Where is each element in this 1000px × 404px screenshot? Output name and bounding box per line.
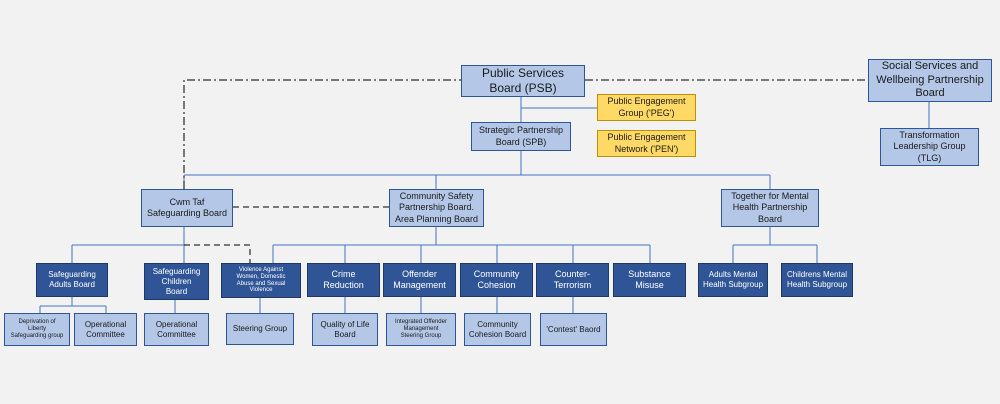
violence-against-women-group: Violence Against Women, Domestic Abuse a… — [221, 263, 301, 298]
cwm-taf-safeguarding-board: Cwm Taf Safeguarding Board — [141, 189, 233, 227]
operational-committee-adults: Operational Committee — [74, 313, 137, 346]
childrens-mental-health-subgroup: Childrens Mental Health Subgroup — [781, 263, 853, 297]
safeguarding-adults-board: Safeguarding Adults Board — [36, 263, 108, 297]
public-services-board: Public Services Board (PSB) — [461, 65, 585, 97]
public-engagement-network: Public Engagement Network ('PEN') — [597, 130, 696, 157]
community-cohesion: Community Cohesion — [460, 263, 533, 297]
strategic-partnership-board: Strategic Partnership Board (SPB) — [471, 122, 571, 151]
offender-management: Offender Management — [383, 263, 456, 297]
counter-terrorism: Counter- Terrorism — [536, 263, 609, 297]
community-cohesion-board: Community Cohesion Board — [464, 313, 531, 346]
social-services-wellbeing-board: Social Services and Wellbeing Partnershi… — [868, 59, 992, 102]
adults-mental-health-subgroup: Adults Mental Health Subgroup — [698, 263, 768, 297]
public-engagement-group: Public Engagement Group ('PEG') — [597, 94, 696, 121]
quality-of-life-board: Quality of Life Board — [312, 313, 378, 346]
mental-health-partnership-board: Together for Mental Health Partnership B… — [721, 189, 819, 227]
safeguarding-children-board: Safeguarding Children Board — [144, 263, 209, 300]
operational-committee-children: Operational Committee — [144, 313, 209, 346]
contest-board: 'Contest' Baord — [540, 313, 607, 346]
deprivation-of-liberty-group: Deprivation of Liberty Safeguarding grou… — [4, 313, 70, 346]
transformation-leadership-group: Transformation Leadership Group (TLG) — [880, 128, 979, 166]
community-safety-partnership-board: Community Safety Partnership Board. Area… — [389, 189, 484, 227]
steering-group: Steering Group — [226, 313, 294, 345]
crime-reduction: Crime Reduction — [307, 263, 380, 297]
integrated-offender-management-group: Integrated Offender Management Steering … — [386, 313, 456, 346]
substance-misuse: Substance Misuse — [613, 263, 686, 297]
